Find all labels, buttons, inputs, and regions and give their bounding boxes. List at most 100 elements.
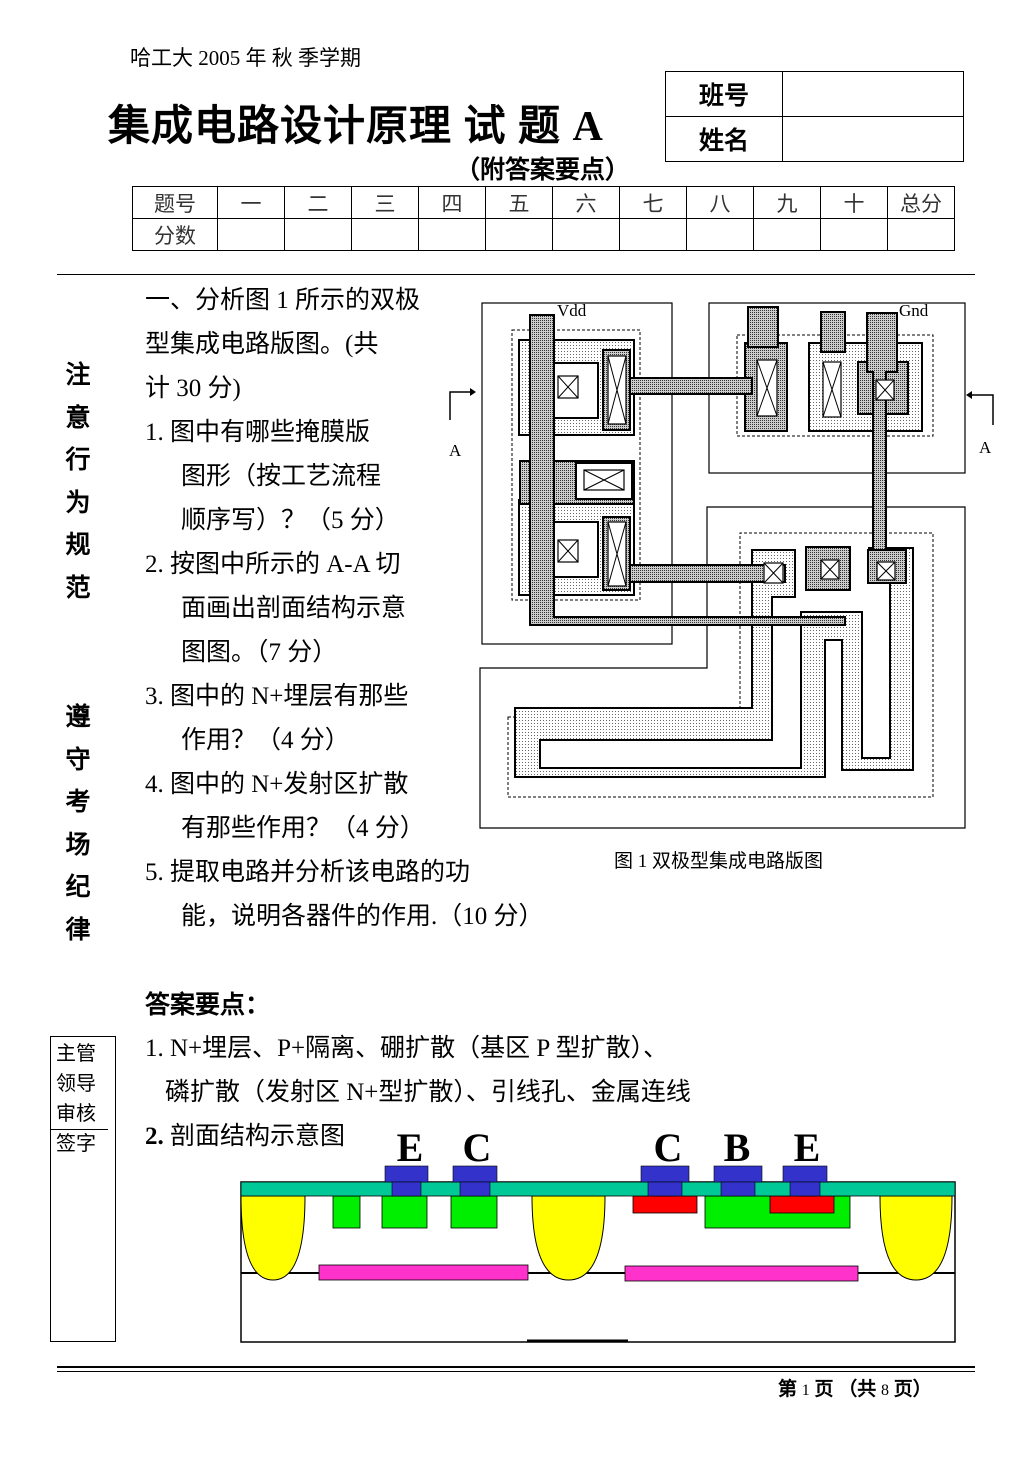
score-cell[interactable] (284, 218, 352, 251)
score-cell[interactable] (820, 218, 888, 251)
cut-label-right: A (979, 438, 992, 457)
question-line: 顺序写）？（5 分） (181, 507, 400, 534)
notice-behavior: 注意行为规范 (65, 362, 91, 602)
p-isolation (531, 1195, 606, 1281)
p-isolation (240, 1195, 306, 1281)
question-line: 5. 提取电路并分析该电路的功 (145, 859, 471, 886)
notice-discipline: 遵守考场纪律 (65, 704, 91, 944)
terminal-label: C (654, 1125, 683, 1170)
question-line: 3. 图中的 N+埋层有那些 (145, 683, 409, 710)
page-total: 8 (881, 1382, 890, 1399)
page-current: 1 (801, 1382, 810, 1399)
approval-sign-label: 主管领导审核签字 (51, 1037, 108, 1155)
score-row-label: 分数 (132, 218, 218, 251)
student-id-table: 班号 姓名 (665, 71, 964, 162)
question-line: 型集成电路版图。(共 (145, 331, 379, 358)
score-cell[interactable] (619, 218, 687, 251)
school-term: 哈工大 2005 年 秋 季学期 (130, 46, 361, 70)
question-line: 2. 按图中所示的 A-A 切 (145, 551, 401, 578)
isolation-island-1 (481, 302, 673, 645)
page-subtitle: （附答案要点） (455, 157, 631, 184)
score-cell[interactable] (887, 218, 955, 251)
score-header-cell: 十 (820, 186, 888, 219)
score-cell[interactable] (552, 218, 620, 251)
score-table: 题号一二三四五六七八九十总分 分数 (132, 186, 955, 251)
score-header-cell: 三 (351, 186, 419, 219)
diffusion-region (450, 1195, 498, 1229)
class-label: 班号 (665, 71, 783, 117)
question-line: 4. 图中的 N+发射区扩散 (145, 771, 409, 798)
divider (57, 274, 975, 275)
score-header-cell: 六 (552, 186, 620, 219)
question-line: 一、分析图 1 所示的双极 (145, 287, 421, 314)
score-header-cell: 四 (418, 186, 486, 219)
score-cell[interactable] (686, 218, 754, 251)
n-plus-region (632, 1195, 698, 1214)
question-line: 能，说明各器件的作用.（10 分） (181, 903, 544, 930)
score-header-cell: 八 (686, 186, 754, 219)
score-cell[interactable] (351, 218, 419, 251)
score-header-cell: 总分 (887, 186, 955, 219)
question-line: 1. 图中有哪些掩膜版 (145, 419, 371, 446)
diffusion-region (381, 1195, 428, 1229)
n-plus-region (769, 1195, 835, 1214)
isolation-island-3 (479, 506, 966, 829)
question-line: 图图。（7 分） (181, 639, 338, 666)
name-label: 姓名 (665, 116, 783, 162)
footer-divider-thin (57, 1371, 975, 1372)
question-line: 有那些作用？（4 分） (181, 815, 425, 842)
page-suffix: 页） (893, 1379, 932, 1400)
diffusion-region (332, 1195, 361, 1229)
approval-sign-box: 主管领导审核签字 (50, 1036, 116, 1342)
question-line: 面画出剖面结构示意 (181, 595, 407, 622)
question-line: 图形（按工艺流程 (181, 463, 382, 490)
contact-via (391, 1181, 422, 1197)
terminal-label: E (397, 1125, 424, 1170)
footer-divider (57, 1366, 975, 1368)
score-header-cell: 一 (217, 186, 285, 219)
gnd-label: Gnd (899, 301, 929, 320)
score-header-cell: 五 (485, 186, 553, 219)
answer-line-1: 1. N+埋层、P+隔离、硼扩散（基区 P 型扩散）、 (145, 1035, 669, 1062)
score-cell[interactable] (217, 218, 285, 251)
answer-line-3-number: 2. (145, 1123, 164, 1150)
answer-heading: 答案要点： (145, 992, 271, 1019)
n-buried-layer (318, 1264, 529, 1281)
vdd-label: Vdd (557, 301, 587, 320)
page-prefix: 第 (778, 1379, 798, 1400)
score-header-label: 题号 (132, 186, 218, 219)
question-line: 作用？（4 分） (181, 727, 350, 754)
terminal-label: C (463, 1125, 492, 1170)
name-field[interactable] (782, 116, 964, 162)
question-line: 计 30 分) (145, 375, 241, 402)
cut-label-left: A (449, 441, 462, 460)
terminal-label: B (724, 1125, 751, 1170)
answer-line-3-text: 剖面结构示意图 (170, 1123, 346, 1150)
page-mid: 页 （共 (814, 1379, 877, 1400)
n-buried-layer (624, 1265, 859, 1282)
score-value-row: 分数 (132, 218, 955, 251)
score-header-cell: 九 (753, 186, 821, 219)
score-header-cell: 七 (619, 186, 687, 219)
oxide-layer (240, 1181, 956, 1197)
score-cell[interactable] (485, 218, 553, 251)
score-header-row: 题号一二三四五六七八九十总分 (132, 186, 955, 219)
contact-via (789, 1181, 821, 1197)
cut-marker-left-icon (449, 391, 470, 420)
page-number: 第 1 页 （共 8 页） (778, 1374, 932, 1401)
cut-marker-right-icon (972, 394, 994, 425)
terminal-label: E (794, 1125, 821, 1170)
figure-caption: 图 1 双极型集成电路版图 (614, 851, 824, 872)
page-title: 集成电路设计原理 试 题 A (108, 104, 604, 150)
p-isolation (879, 1195, 953, 1281)
contact-via (647, 1181, 683, 1197)
contact-via (459, 1181, 491, 1197)
answer-line-2: 磷扩散（发射区 N+型扩散）、引线孔、金属连线 (165, 1079, 691, 1106)
score-cell[interactable] (753, 218, 821, 251)
class-field[interactable] (782, 71, 964, 117)
score-cell[interactable] (418, 218, 486, 251)
answer-line-3: 2. 剖面结构示意图 (145, 1115, 345, 1159)
score-header-cell: 二 (284, 186, 352, 219)
